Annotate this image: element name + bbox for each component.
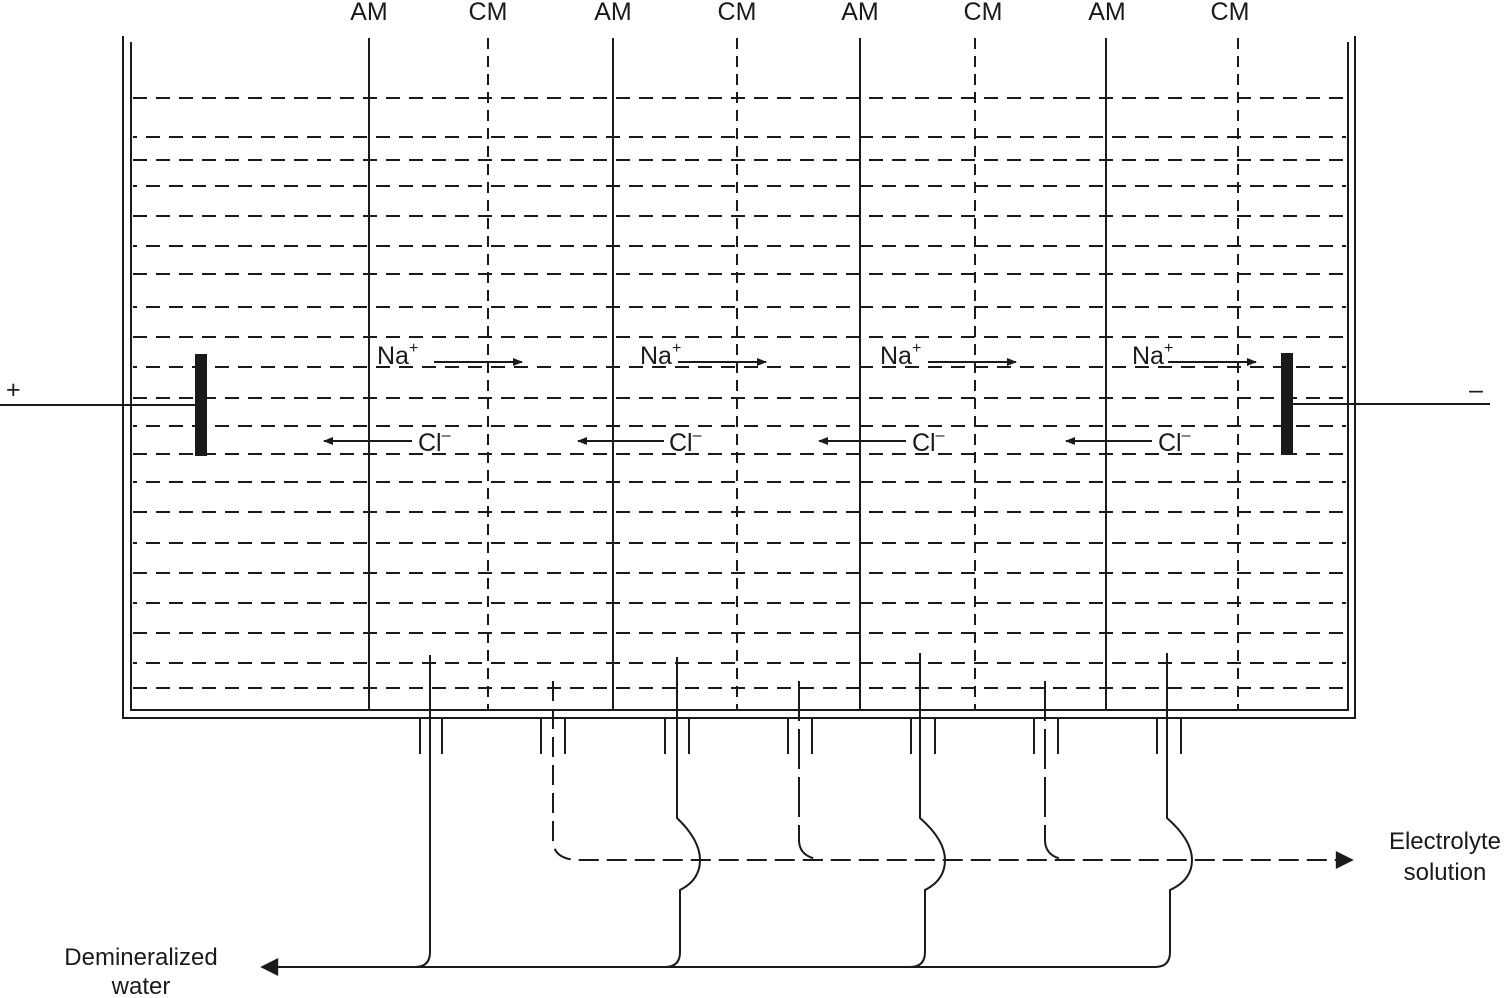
demineralized-label-line1: Demineralized	[64, 944, 217, 971]
concentrate-pipe	[1044, 681, 1069, 861]
electrolyte-label-line1: Electrolyte	[1389, 828, 1501, 855]
outlet-stubs	[419, 718, 1182, 754]
cation-migration: Na+ Na+ Na+ Na+	[377, 340, 1257, 370]
membrane-label: AM	[1088, 0, 1126, 26]
electrolyte-label-line2: solution	[1404, 859, 1487, 886]
demineralized-piping	[260, 653, 1194, 976]
cathode-sign: –	[1469, 376, 1483, 404]
anode-electrode	[195, 354, 207, 456]
membrane-label: CM	[718, 0, 757, 26]
tank	[122, 36, 1356, 719]
membrane-stack	[368, 38, 1239, 710]
membrane-label: CM	[964, 0, 1003, 26]
electrolyte-header	[552, 681, 1354, 869]
anion-label: Cl–	[912, 427, 945, 457]
cathode	[1281, 353, 1490, 455]
concentrate-pipe	[798, 681, 824, 861]
anion-label: Cl–	[669, 427, 702, 457]
cation-label: Na+	[880, 340, 921, 370]
cation-label: Na+	[1132, 340, 1173, 370]
anode-sign: +	[6, 376, 21, 404]
membrane-label: CM	[469, 0, 508, 26]
dilute-pipe	[664, 657, 702, 968]
dilute-pipe	[1154, 653, 1194, 968]
membrane-label: AM	[350, 0, 388, 26]
dilute-pipe	[414, 655, 431, 968]
membrane-label: CM	[1211, 0, 1250, 26]
anion-label: Cl–	[1158, 427, 1191, 457]
anode	[0, 354, 207, 456]
membrane-label: AM	[594, 0, 632, 26]
electrolyte-liquid	[133, 97, 1346, 689]
membrane-label: AM	[841, 0, 879, 26]
electrolyte-piping	[552, 681, 1354, 869]
cation-label: Na+	[377, 340, 418, 370]
anion-label: Cl–	[418, 427, 451, 457]
anion-migration: Cl– Cl– Cl– Cl–	[323, 427, 1191, 457]
dilute-pipe	[909, 653, 947, 968]
demineralized-label-line2: water	[111, 973, 171, 998]
cation-label: Na+	[640, 340, 681, 370]
cathode-electrode	[1281, 353, 1293, 455]
